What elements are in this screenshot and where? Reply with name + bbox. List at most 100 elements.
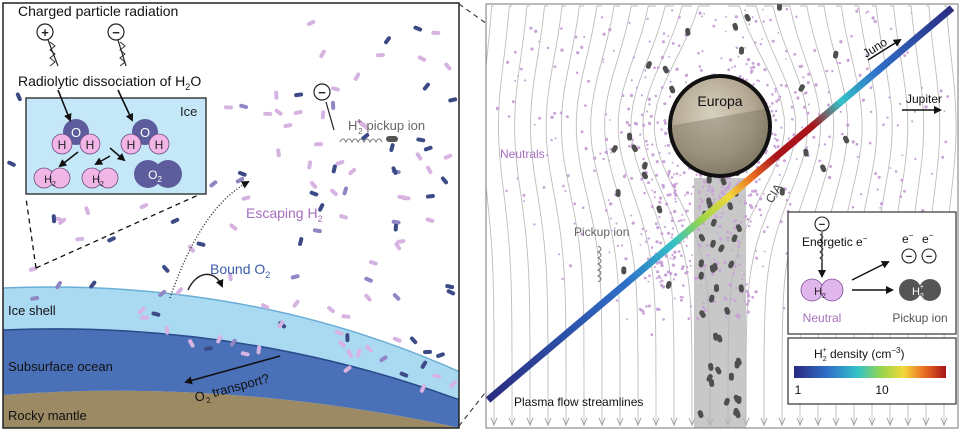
neutral-dot — [707, 185, 711, 188]
molecule-pill — [241, 195, 251, 201]
neutral-dot — [533, 223, 536, 226]
molecule-pill — [15, 92, 22, 102]
neutral-dot — [689, 305, 693, 308]
neutral-dot — [631, 138, 634, 142]
neutral-dot — [752, 83, 755, 86]
neutral-dot — [879, 207, 881, 209]
neutral-dot — [608, 251, 611, 254]
neutral-dot — [641, 227, 644, 231]
neutral-dot — [628, 123, 631, 127]
molecule-pill — [263, 111, 273, 116]
neutral-dot — [673, 173, 675, 176]
neutral-dot — [737, 314, 741, 317]
molecule-pill — [445, 284, 455, 290]
neutral-dot — [702, 302, 705, 305]
neutral-dot — [610, 151, 613, 154]
neutral-dot — [701, 15, 704, 18]
molecule-pill — [84, 206, 91, 216]
neutral-dot — [858, 73, 862, 77]
neutral-dot — [739, 220, 743, 224]
pickup-ion-marker — [735, 224, 743, 233]
neutral-dot — [899, 195, 902, 199]
neutral-dot — [768, 105, 771, 108]
molecule-pill — [75, 236, 85, 242]
molecule-pill — [276, 148, 281, 158]
streamline — [642, 5, 693, 426]
neutral-dot — [943, 110, 946, 112]
pickup-ion-marker — [744, 13, 751, 22]
neutral-dot — [643, 276, 647, 280]
neutral-dot — [750, 66, 753, 69]
molecule-pill — [158, 289, 167, 298]
neutral-dot — [670, 219, 674, 223]
neutral-dot — [640, 233, 643, 236]
europa-label: Europa — [697, 93, 742, 109]
neutral-dot — [513, 50, 517, 54]
neutral-dot — [831, 69, 834, 73]
pickup-ion-marker — [738, 46, 745, 55]
neutral-dot — [676, 164, 679, 167]
neutral-dot — [505, 189, 508, 193]
neutral-dot — [664, 254, 669, 258]
neutral-dot — [673, 297, 676, 300]
neutral-dot — [565, 115, 569, 119]
neutral-dot — [546, 46, 550, 50]
neutral-dot — [678, 15, 681, 19]
neutral-dot — [663, 119, 667, 122]
neutral-dot — [576, 51, 580, 54]
pickup-ion-gyro — [596, 245, 602, 283]
pickup-ion-marker — [734, 360, 740, 369]
electron-impact-inset: − Energetic e− e− e− − − H2 H+2 — [787, 211, 957, 335]
neutral-dot — [747, 194, 750, 197]
neutral-dot — [726, 230, 730, 234]
neutral-dot — [806, 111, 810, 115]
neutral-dot — [727, 68, 731, 72]
neutral-dot — [624, 173, 627, 176]
neutral-dot — [538, 40, 540, 43]
neutral-dot — [646, 110, 649, 113]
left-molecules — [7, 19, 458, 393]
neutral-dot — [687, 317, 691, 321]
neutral-dot — [647, 280, 650, 283]
streamline-arrowhead — [760, 417, 768, 427]
neutral-dot — [697, 190, 702, 194]
neutral-dot — [679, 174, 682, 177]
neutral-dot — [691, 254, 693, 256]
neutral-dot — [679, 298, 683, 302]
svg-text:−: − — [819, 219, 825, 231]
pickup-ion-marker — [611, 145, 618, 153]
neutral-dot — [654, 222, 658, 226]
ice-inset-label: Ice — [180, 104, 197, 119]
neutral-dot — [702, 306, 705, 309]
neutral-dot — [647, 304, 651, 308]
molecule-pill — [420, 360, 428, 369]
neutral-dot — [735, 219, 738, 222]
molecule-pill — [139, 203, 149, 210]
neutral-dot — [646, 148, 649, 150]
water-molecule-1: O H H — [51, 119, 101, 155]
neutral-dot — [665, 202, 668, 206]
neutral-dot — [648, 274, 651, 278]
molecule-pill — [389, 143, 395, 153]
molecule-pill — [229, 223, 238, 231]
neutral-dot — [745, 283, 747, 286]
neutral-dot — [662, 32, 666, 35]
neutral-dot — [713, 300, 717, 303]
neutral-dot — [742, 273, 746, 277]
neutral-dot — [655, 160, 659, 164]
neutral-dot — [685, 270, 689, 274]
neutral-dot — [671, 42, 675, 45]
neutral-dot — [766, 226, 769, 229]
neutral-dot — [703, 309, 707, 312]
svg-text:e−: e− — [902, 231, 914, 246]
neutral-dot — [644, 240, 648, 243]
neutral-dot — [634, 122, 639, 126]
neutral-dot — [580, 232, 584, 236]
neutral-dot — [583, 35, 586, 39]
neutral-dot — [807, 103, 810, 106]
neutral-dot — [757, 160, 761, 164]
neutral-dot — [673, 189, 677, 192]
neutral-dot — [660, 283, 663, 287]
neutral-dot — [651, 153, 655, 157]
neutral-dot — [869, 86, 873, 90]
